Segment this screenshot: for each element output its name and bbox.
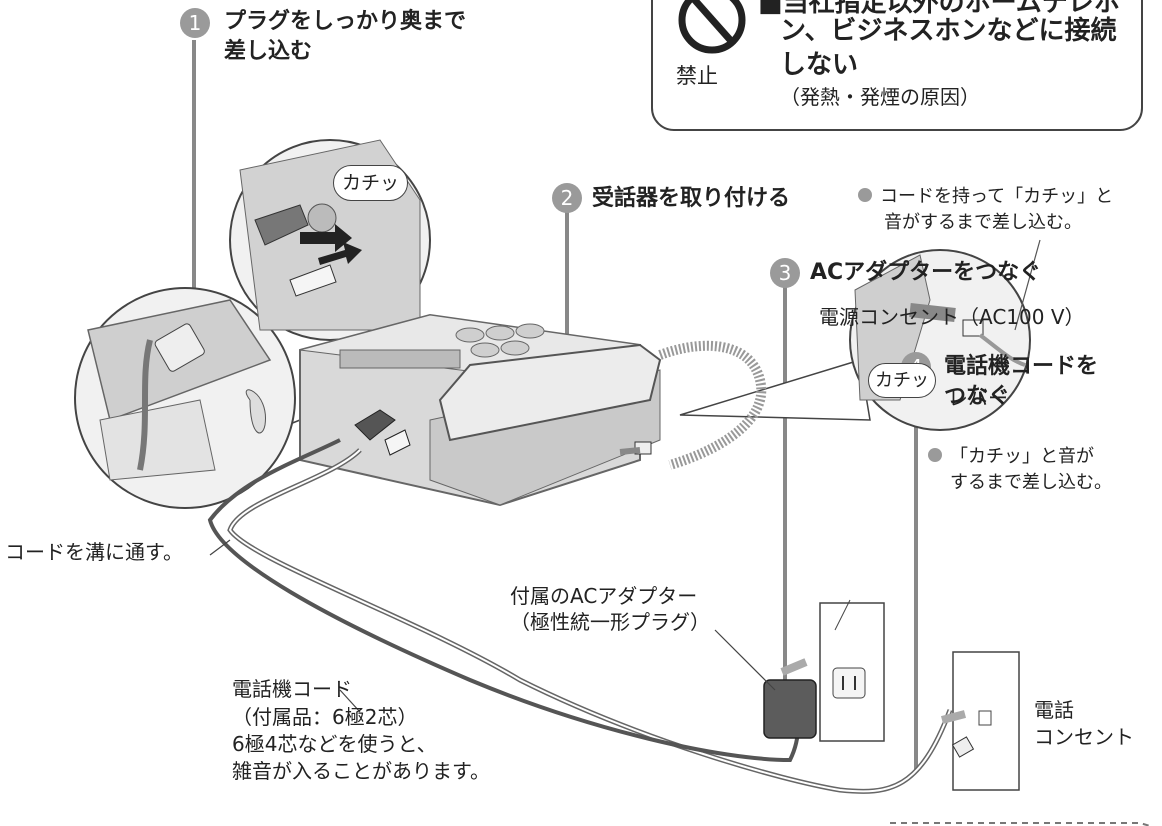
step-3-badge: 3 (770, 258, 800, 288)
phone-jack (940, 651, 1020, 791)
power-outlet (819, 599, 885, 742)
power-cord (207, 438, 801, 763)
step-2-line1: 受話器を取り付ける (592, 186, 791, 211)
cord-label-line1: 電話機コード (232, 677, 352, 701)
katchi-right-label: カチッ (868, 363, 936, 399)
warning-title-line3: しない (780, 50, 859, 80)
cord-label-line2: （付属品：6極2芯） (232, 705, 418, 729)
handset (438, 343, 662, 442)
cord-groove-zoom (74, 287, 301, 509)
warning-box (651, 0, 1143, 131)
warning-title-line1: ■当社指定以外のホームテレホ (758, 0, 1120, 18)
handset-note-text1: コードを持って「カチッ」と (880, 186, 1114, 207)
warning-note: （発熱・発煙の原因） (780, 85, 980, 109)
phone-cord-inner (228, 449, 951, 793)
step-1-line1: プラグをしっかり奥まで (224, 9, 467, 34)
coiled-cord (619, 340, 767, 470)
adapter-label-line1: 付属のACアダプター (510, 584, 698, 608)
step-1-line2: 差し込む (224, 39, 313, 64)
ac-adapter (714, 629, 817, 739)
lever-label: レバー (948, 386, 1008, 410)
adapter-label-line2: （極性統一形プラグ） (510, 610, 710, 634)
step-2-badge: 2 (552, 183, 582, 213)
handset-note-line1: コードを持って「カチッ」と (858, 186, 1113, 207)
phone-jack-label-line2: コンセント (1034, 725, 1134, 749)
prohibited-icon (678, 0, 746, 54)
cord-label-line4: 雑音が入ることがあります。 (232, 759, 490, 783)
jack-note-line1: 「カチッ」と音が (928, 446, 1094, 467)
jack-note-text1: 「カチッ」と音が (950, 446, 1094, 467)
step5-box (890, 822, 1151, 826)
cord-groove-label: コードを溝に通す。 (5, 540, 183, 564)
handset-note-line2: 音がするまで差し込む。 (884, 212, 1082, 233)
bullet-icon (928, 448, 942, 462)
step-4-line1: 電話機コードを (944, 354, 1099, 379)
jack-note-line2: するまで差し込む。 (950, 472, 1112, 493)
cord-label-line3: 6極4芯などを使うと、 (232, 732, 437, 756)
power-outlet-label: 電源コンセント（AC100 V） (819, 305, 1085, 329)
bullet-icon (858, 188, 872, 202)
phone-jack-label-line1: 電話 (1034, 698, 1074, 722)
step-3-line1: ACアダプターをつなぐ (810, 260, 1042, 285)
katchi-top-label: カチッ (333, 165, 409, 202)
warning-icon-label: 禁止 (676, 64, 718, 88)
step-1-badge: 1 (180, 8, 210, 38)
step-4-line2: つなぐ (944, 384, 1011, 409)
warning-title-line2: ン、ビジネスホンなどに接続 (780, 16, 1117, 46)
